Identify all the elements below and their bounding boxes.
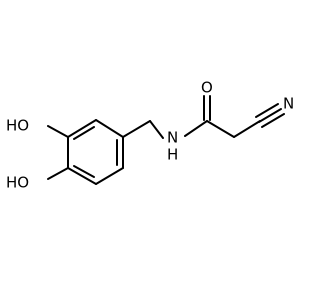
bond-n-carbonyl <box>184 120 208 137</box>
bond-c3-oh <box>47 125 69 138</box>
bond-carbonyl-ch2 <box>206 120 235 138</box>
bond-ch2-n <box>149 120 164 139</box>
atom-label-h-amide: H <box>167 146 178 164</box>
benzene-ring <box>67 119 124 185</box>
bond-nitrile-2 <box>258 108 282 123</box>
bond-ring-4 <box>95 167 124 185</box>
atom-label-oh-top: HO <box>6 117 29 135</box>
bond-nitrile-3 <box>261 113 285 128</box>
bond-c4-oh <box>47 167 69 180</box>
bond-nitrile-1 <box>255 103 279 118</box>
bond-ch2-cn <box>233 120 261 138</box>
bond-ring-ch2 <box>122 120 151 138</box>
molecule-structure: O N N H HO HO <box>6 79 294 192</box>
atom-label-oh-bottom: HO <box>6 174 29 192</box>
bond-ring-1 <box>67 119 97 138</box>
bond-ring-3 <box>67 167 97 185</box>
atom-label-n-nitrile: N <box>283 95 294 113</box>
atom-label-n-amide: N <box>167 129 178 147</box>
bond-ring-6 <box>95 119 124 138</box>
atom-label-o-carbonyl: O <box>201 79 213 97</box>
bond-ring-inner-2 <box>73 165 95 178</box>
bond-ring-inner-1 <box>73 126 95 140</box>
